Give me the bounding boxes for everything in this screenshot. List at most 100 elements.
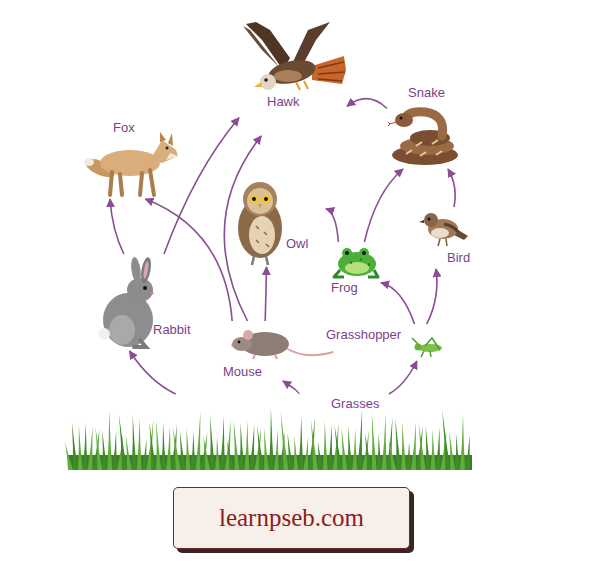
grass-blade — [341, 428, 347, 470]
grass-blade — [449, 431, 455, 470]
bird-node: Bird — [418, 208, 478, 268]
grass-blade — [249, 424, 254, 470]
grass-blade — [293, 436, 298, 470]
grass-blade — [112, 431, 117, 470]
grass-blade — [83, 423, 88, 470]
rabbit-node: Rabbit — [95, 255, 210, 350]
grass-blade — [126, 435, 132, 470]
watermark-text: learnpseb.com — [219, 504, 364, 532]
grass-blade — [274, 429, 279, 470]
organism-label: Fox — [112, 120, 136, 135]
fox-node: Fox — [85, 118, 178, 198]
food-arrow — [110, 199, 124, 254]
owl-node: Owl — [235, 178, 325, 266]
frog-illustration — [334, 248, 378, 277]
mouse-illustration — [231, 330, 333, 359]
organism-label: Owl — [285, 236, 309, 251]
grass-blade — [382, 414, 387, 470]
grass-blade — [442, 410, 450, 470]
grass-blade — [203, 435, 210, 470]
hawk-illustration — [243, 22, 346, 90]
rabbit-illustration — [98, 256, 154, 347]
grass-blade — [240, 423, 245, 470]
grass-blade — [303, 437, 308, 470]
food-arrow — [145, 199, 232, 321]
grass-blade — [347, 426, 352, 470]
food-arrow — [326, 209, 338, 242]
food-arrow — [283, 381, 299, 394]
grasshopper-illustration — [412, 338, 442, 357]
grass-blade — [156, 420, 161, 470]
grass-blade — [65, 442, 73, 470]
organism-label: Grasses — [330, 396, 380, 411]
grass-blade — [137, 418, 142, 470]
grass-blade — [78, 425, 83, 470]
grass-blade — [166, 426, 171, 470]
grass-blade — [102, 430, 107, 470]
grass-blade — [191, 431, 196, 470]
grass-blade — [455, 434, 460, 470]
food-arrow — [364, 169, 403, 242]
grass-blade — [335, 425, 343, 470]
grass-blade — [244, 421, 249, 470]
fox-illustration — [83, 132, 178, 195]
grass-blade — [328, 424, 333, 470]
grass-blade — [180, 430, 186, 470]
grass-blade — [132, 415, 137, 470]
grass-blade — [142, 439, 147, 470]
grass-blade — [388, 438, 396, 470]
mouse-node: Mouse — [218, 322, 336, 380]
organism-label: Rabbit — [152, 322, 192, 337]
grass-blade — [72, 422, 78, 470]
grass-blade — [161, 423, 166, 470]
organism-label: Bird — [446, 250, 471, 265]
food-arrow — [347, 99, 387, 109]
grass-blade — [372, 413, 377, 470]
grass-blade — [395, 418, 401, 470]
snake-node: Snake — [388, 83, 463, 168]
grasshopper-node: Grasshopper — [323, 325, 445, 360]
food-arrow — [381, 283, 415, 324]
grasses-node: Grasses — [65, 395, 475, 470]
grass-blade — [264, 428, 269, 470]
grass-blade — [436, 427, 441, 470]
food-arrow — [427, 269, 437, 324]
grass-blade — [465, 435, 470, 470]
grass-blade — [234, 420, 240, 470]
grass-blade — [107, 410, 112, 470]
organism-label: Hawk — [266, 94, 301, 109]
grass-blade — [210, 415, 215, 470]
grass-blade — [95, 427, 102, 470]
grass-blade — [406, 442, 411, 470]
food-arrow — [164, 118, 239, 254]
watermark-box: learnpseb.com — [173, 487, 410, 549]
food-arrow — [130, 351, 176, 394]
food-arrow — [448, 169, 455, 207]
food-arrow — [224, 136, 261, 321]
bird-illustration — [419, 213, 468, 246]
grass-blade — [419, 423, 426, 470]
frog-node: Frog — [328, 243, 380, 296]
grass-blade — [269, 408, 274, 470]
organism-label: Grasshopper — [325, 327, 402, 342]
grass-blade — [88, 426, 93, 470]
grass-blade — [195, 411, 200, 470]
grass-blade — [401, 421, 406, 470]
snake-illustration — [388, 112, 458, 165]
grass-blade — [323, 421, 328, 470]
grass-blade — [119, 414, 127, 470]
grass-blade — [460, 414, 465, 470]
grass-blade — [257, 425, 264, 470]
grass-blade — [431, 429, 436, 470]
grass-blade — [281, 412, 289, 470]
owl-illustration — [238, 182, 282, 265]
grass-blade — [149, 422, 156, 470]
grass-blade — [318, 441, 323, 470]
grass-blade — [377, 434, 382, 470]
grass-blade — [426, 426, 431, 470]
grass-blade — [352, 429, 357, 470]
food-arrow — [265, 267, 266, 321]
grass-blade — [411, 422, 416, 470]
grass-blade — [220, 416, 225, 470]
grass-illustration — [65, 408, 472, 470]
